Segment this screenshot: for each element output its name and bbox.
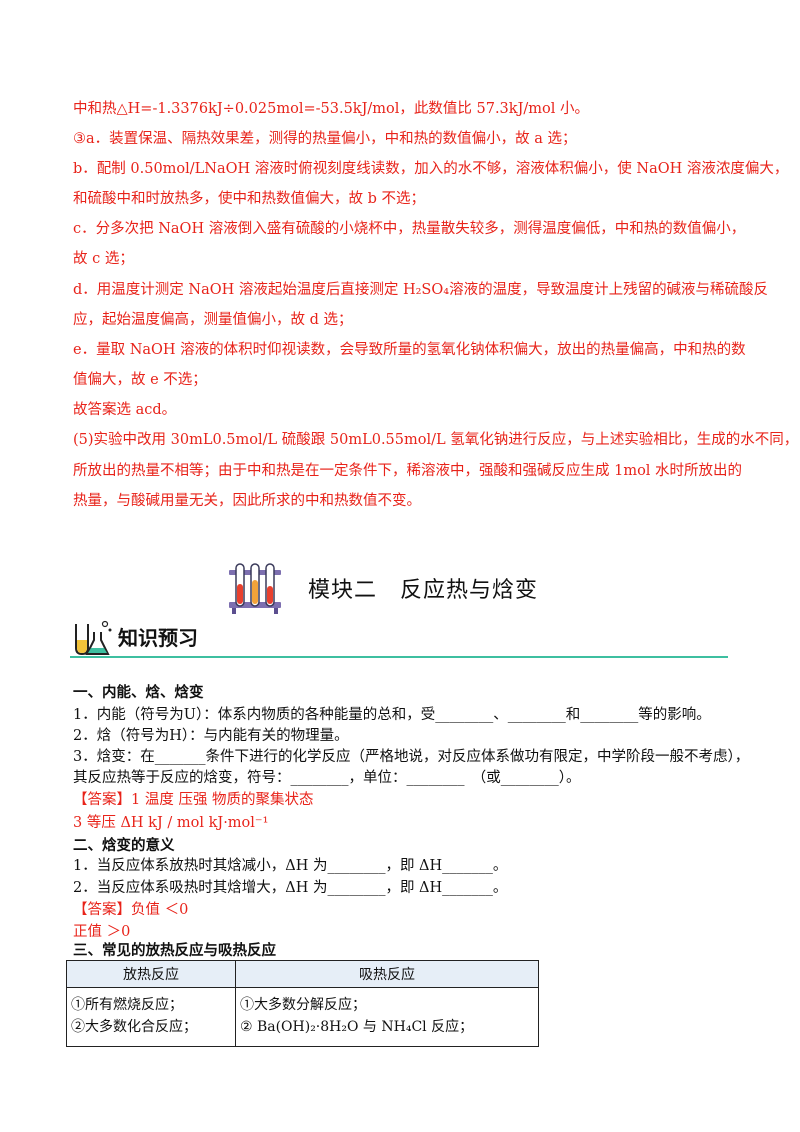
- table-cell-line: ①所有燃烧反应；: [71, 997, 183, 1013]
- divider: [70, 656, 728, 658]
- answer-line: (5)实验中改用 30mL0.5mol/L 硫酸跟 50mL0.55mol/L …: [73, 432, 799, 448]
- content-line: 其反应热等于反应的焓变，符号：________，单位：________ （或__…: [73, 770, 581, 786]
- section-heading: 三、常见的放热反应与吸热反应: [73, 942, 276, 959]
- knowledge-preview-header: 知识预习: [70, 618, 730, 660]
- table-cell-line: ② Ba(OH)₂·8H₂O 与 NH₄Cl 反应；: [239, 1019, 474, 1035]
- section-heading: 一、内能、焓、焓变: [73, 684, 204, 701]
- table-cell: ①大多数分解反应； ② Ba(OH)₂·8H₂O 与 NH₄Cl 反应；: [234, 987, 540, 1047]
- answer-line: c．分多次把 NaOH 溶液倒入盛有硫酸的小烧杯中，热量散失较多，测得温度偏低，…: [73, 221, 746, 237]
- section-heading: 二、焓变的意义: [73, 837, 175, 854]
- answer-line: 【答案】1 温度 压强 物质的聚集状态: [73, 792, 314, 808]
- content-line: 1．当反应体系放热时其焓减小，ΔH 为________，即 ΔH_______。: [73, 858, 508, 874]
- answer-line: 正值 ＞0: [73, 924, 131, 940]
- table-cell-line: ①大多数分解反应；: [239, 997, 366, 1013]
- answer-line: e．量取 NaOH 溶液的体积时仰视读数，会导致所量的氢氧化钠体积偏大，放出的热…: [73, 342, 746, 358]
- answer-line: 和硫酸中和时放热多，使中和热数值偏大，故 b 不选；: [73, 191, 425, 207]
- content-line: 3．焓变：在_______条件下进行的化学反应（严格地说，对反应体系做功有限定，…: [73, 749, 750, 765]
- lab-flask-icon: [75, 620, 112, 656]
- reaction-table: 放热反应 吸热反应 ①所有燃烧反应； ②大多数化合反应； ①大多数分解反应； ②…: [66, 960, 540, 1047]
- content-line: 1．内能（符号为U）：体系内物质的各种能量的总和，受________、_____…: [73, 707, 711, 723]
- table-header-row: 放热反应 吸热反应: [66, 960, 540, 988]
- table-cell-line: ②大多数化合反应；: [71, 1019, 197, 1035]
- preview-label: 知识预习: [118, 626, 198, 650]
- answer-line: 故答案选 acd。: [73, 402, 177, 418]
- answer-line: 值偏大，故 e 不选；: [73, 372, 207, 388]
- answer-line: 所放出的热量不相等；由于中和热是在一定条件下，稀溶液中，强酸和强碱反应生成 1m…: [73, 463, 743, 479]
- answer-line: 故 c 选；: [73, 251, 134, 267]
- table-cell: ①所有燃烧反应； ②大多数化合反应；: [66, 987, 236, 1047]
- answer-line: 中和热△H=-1.3376kJ÷0.025mol=-53.5kJ/mol，此数值…: [73, 101, 589, 117]
- answer-line: 【答案】负值 ＜0: [73, 902, 189, 918]
- answer-line: d．用温度计测定 NaOH 溶液起始温度后直接测定 H₂SO₄溶液的温度，导致温…: [73, 282, 769, 298]
- module-heading: 模块二 反应热与焓变: [226, 560, 556, 616]
- answer-line: 应，起始温度偏高，测量值偏小，故 d 选；: [73, 312, 353, 328]
- table-header: 吸热反应: [234, 960, 540, 988]
- table-header: 放热反应: [66, 960, 236, 988]
- test-tube-rack-icon: [229, 563, 281, 614]
- content-line: 2．焓（符号为H）：与内能有关的物理量。: [73, 728, 349, 744]
- answer-line: ③a．装置保温、隔热效果差，测得的热量偏小，中和热的数值偏小，故 a 选；: [73, 131, 577, 147]
- content-line: 2．当反应体系吸热时其焓增大，ΔH 为________，即 ΔH_______。: [73, 880, 508, 896]
- answer-line: 3 等压 ΔH kJ / mol kJ·mol⁻¹: [73, 815, 269, 831]
- table-row: ①所有燃烧反应； ②大多数化合反应； ①大多数分解反应； ② Ba(OH)₂·8…: [66, 987, 540, 1047]
- answer-line: 热量，与酸碱用量无关，因此所求的中和热数值不变。: [73, 493, 421, 509]
- answer-line: b．配制 0.50mol/LNaOH 溶液时俯视刻度线读数，加入的水不够，溶液体…: [73, 161, 789, 177]
- module-title: 模块二 反应热与焓变: [308, 578, 539, 603]
